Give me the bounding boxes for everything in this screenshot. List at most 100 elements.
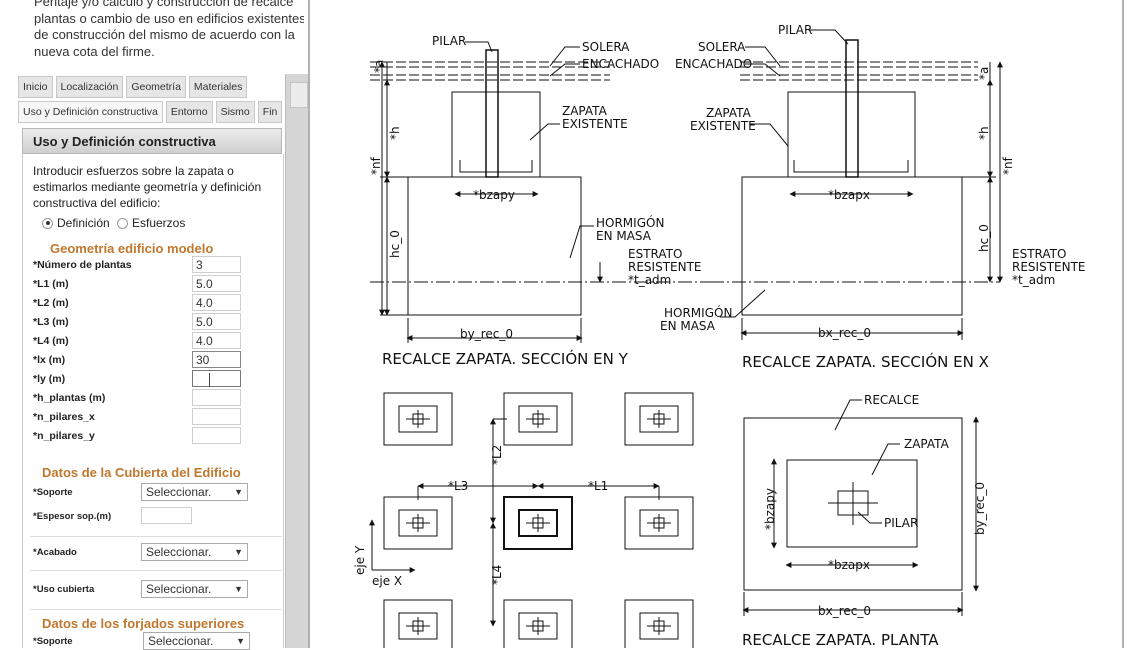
zapata-existente-x (787, 91, 916, 178)
field-label: *Acabado (33, 547, 77, 558)
intro-line: plantas o cambio de uso en edificios exi… (34, 10, 304, 26)
field-label: *L3 (m) (33, 316, 69, 328)
espesor-soporte-input[interactable] (141, 507, 192, 524)
recalce-planta (743, 417, 963, 591)
label-en-masa: EN MASA (660, 319, 716, 333)
tab-localizacion[interactable]: Localización (55, 76, 124, 98)
cubierta-acabado-select[interactable]: Seleccionar. ▼ (141, 543, 248, 561)
title-planta: RECALCE ZAPATA. PLANTA (742, 631, 939, 648)
n-pilares-y-input[interactable] (192, 427, 241, 444)
select-value: Seleccionar. (146, 485, 212, 499)
tab-sismo[interactable]: Sismo (215, 101, 255, 123)
field-label: *Número de plantas (33, 259, 132, 271)
intro-text: Peritaje y/o cálculo y construcción de r… (34, 0, 304, 60)
radio-label: Esfuerzos (132, 216, 186, 230)
select-value: Seleccionar. (146, 582, 212, 596)
window-tab (290, 82, 308, 108)
label-existente: EXISTENTE (690, 119, 756, 133)
label-resistente: RESISTENTE (1012, 260, 1086, 274)
label-eje-y: eje Y (353, 545, 367, 575)
label-l2: *L2 (490, 445, 504, 465)
radio-definicion[interactable]: Definición (42, 216, 110, 230)
section-title-geometria: Geometría edificio modelo (50, 241, 214, 256)
chevron-down-icon: ▼ (234, 584, 243, 594)
label-bzapx-planta: *bzapx (828, 558, 870, 572)
tab-inicio[interactable]: Inicio (18, 76, 53, 98)
h-plantas-input[interactable] (192, 389, 241, 406)
field-label: *lx (m) (33, 354, 66, 366)
cubierta-soporte-select[interactable]: Seleccionar. ▼ (141, 483, 248, 501)
background-window (285, 74, 310, 648)
radio-empty-icon (117, 217, 128, 229)
title-seccion-y: RECALCE ZAPATA. SECCIÓN EN Y (382, 349, 629, 368)
label-bx-rec-planta: bx_rec_0 (818, 604, 871, 618)
label-recalce: RECALCE (864, 393, 919, 407)
leader-zapata (529, 123, 560, 141)
label-existente: EXISTENTE (562, 117, 628, 131)
ly-input[interactable] (192, 370, 241, 387)
n-pilares-x-input[interactable] (192, 408, 241, 425)
leader-hormigon (569, 225, 594, 259)
label-l4: *L4 (490, 565, 504, 585)
l1-input[interactable]: 5.0 (192, 275, 241, 292)
label-a: *a (372, 60, 386, 73)
field-label: *L4 (m) (33, 335, 69, 347)
label-pilar-planta: PILAR (884, 516, 918, 530)
divider (30, 609, 282, 610)
section-title-cubierta: Datos de la Cubierta del Edificio (42, 465, 241, 480)
tab-uso-definicion[interactable]: Uso y Definición constructiva (18, 101, 163, 123)
l2-input[interactable]: 4.0 (192, 294, 241, 311)
pilares-grid (383, 392, 694, 648)
label-l1: *L1 (588, 479, 608, 493)
radio-esfuerzos[interactable]: Esfuerzos (117, 216, 185, 230)
label-estrato: ESTRATO (1012, 247, 1066, 261)
label-bzapy-planta: *bzapy (763, 488, 777, 530)
label-zapata-planta: ZAPATA (904, 437, 950, 451)
l4-input[interactable]: 4.0 (192, 332, 241, 349)
pilar-x (845, 39, 859, 178)
label-tadm: *t_adm (628, 273, 671, 287)
label-resistente: RESISTENTE (628, 260, 702, 274)
label-by-rec-planta: by_rec_0 (973, 482, 987, 535)
rebar-y (459, 160, 533, 173)
title-seccion-x: RECALCE ZAPATA. SECCIÓN EN X (742, 352, 989, 371)
radio-selected-icon (42, 217, 53, 229)
label-by-rec: by_rec_0 (460, 327, 513, 341)
text-cursor-icon (209, 373, 210, 387)
label-hormigon: HORMIGÓN (664, 305, 732, 320)
intro-line: nueva cota del firme. (34, 43, 155, 59)
tab-materiales[interactable]: Materiales (188, 76, 248, 98)
divider (30, 570, 282, 571)
panel-title: Uso y Definición constructiva (22, 128, 282, 154)
pilar-y (485, 49, 499, 178)
label-nf: *nf (369, 156, 383, 175)
recalce-x (741, 176, 963, 316)
numero-plantas-input[interactable]: 3 (192, 256, 241, 273)
label-nf: *nf (1001, 156, 1015, 175)
select-value: Seleccionar. (148, 634, 214, 648)
label-zapata: ZAPATA (562, 104, 608, 118)
uso-cubierta-select[interactable]: Seleccionar. ▼ (141, 580, 248, 598)
section-title-forjados: Datos de los forjados superiores (42, 616, 245, 631)
tab-geometria[interactable]: Geometría (126, 76, 186, 98)
tab-fin[interactable]: Fin (257, 101, 283, 123)
label-pilar: PILAR (432, 34, 466, 48)
label-hc: hc_0 (977, 224, 991, 252)
label-hc: hc_0 (388, 230, 402, 258)
forjados-soporte-select[interactable]: Seleccionar. ▼ (143, 632, 250, 650)
label-bzapx: *bzapx (828, 188, 870, 202)
chevron-down-icon: ▼ (234, 547, 243, 557)
field-label: *Soporte (33, 636, 73, 647)
l3-input[interactable]: 5.0 (192, 313, 241, 330)
chevron-down-icon: ▼ (236, 636, 245, 646)
drawing-canvas: PILAR SOLERA ENCACHADO ZAPATA EXISTENTE … (353, 23, 1086, 648)
divider (30, 536, 282, 537)
recalce-y (407, 176, 582, 316)
label-pilar: PILAR (778, 23, 812, 37)
lx-input[interactable]: 30 (192, 351, 241, 368)
tab-entorno[interactable]: Entorno (165, 101, 213, 123)
label-zapata: ZAPATA (706, 106, 752, 120)
field-label: *Soporte (33, 487, 73, 498)
label-tadm: *t_adm (1012, 273, 1055, 287)
select-value: Seleccionar. (146, 545, 212, 559)
